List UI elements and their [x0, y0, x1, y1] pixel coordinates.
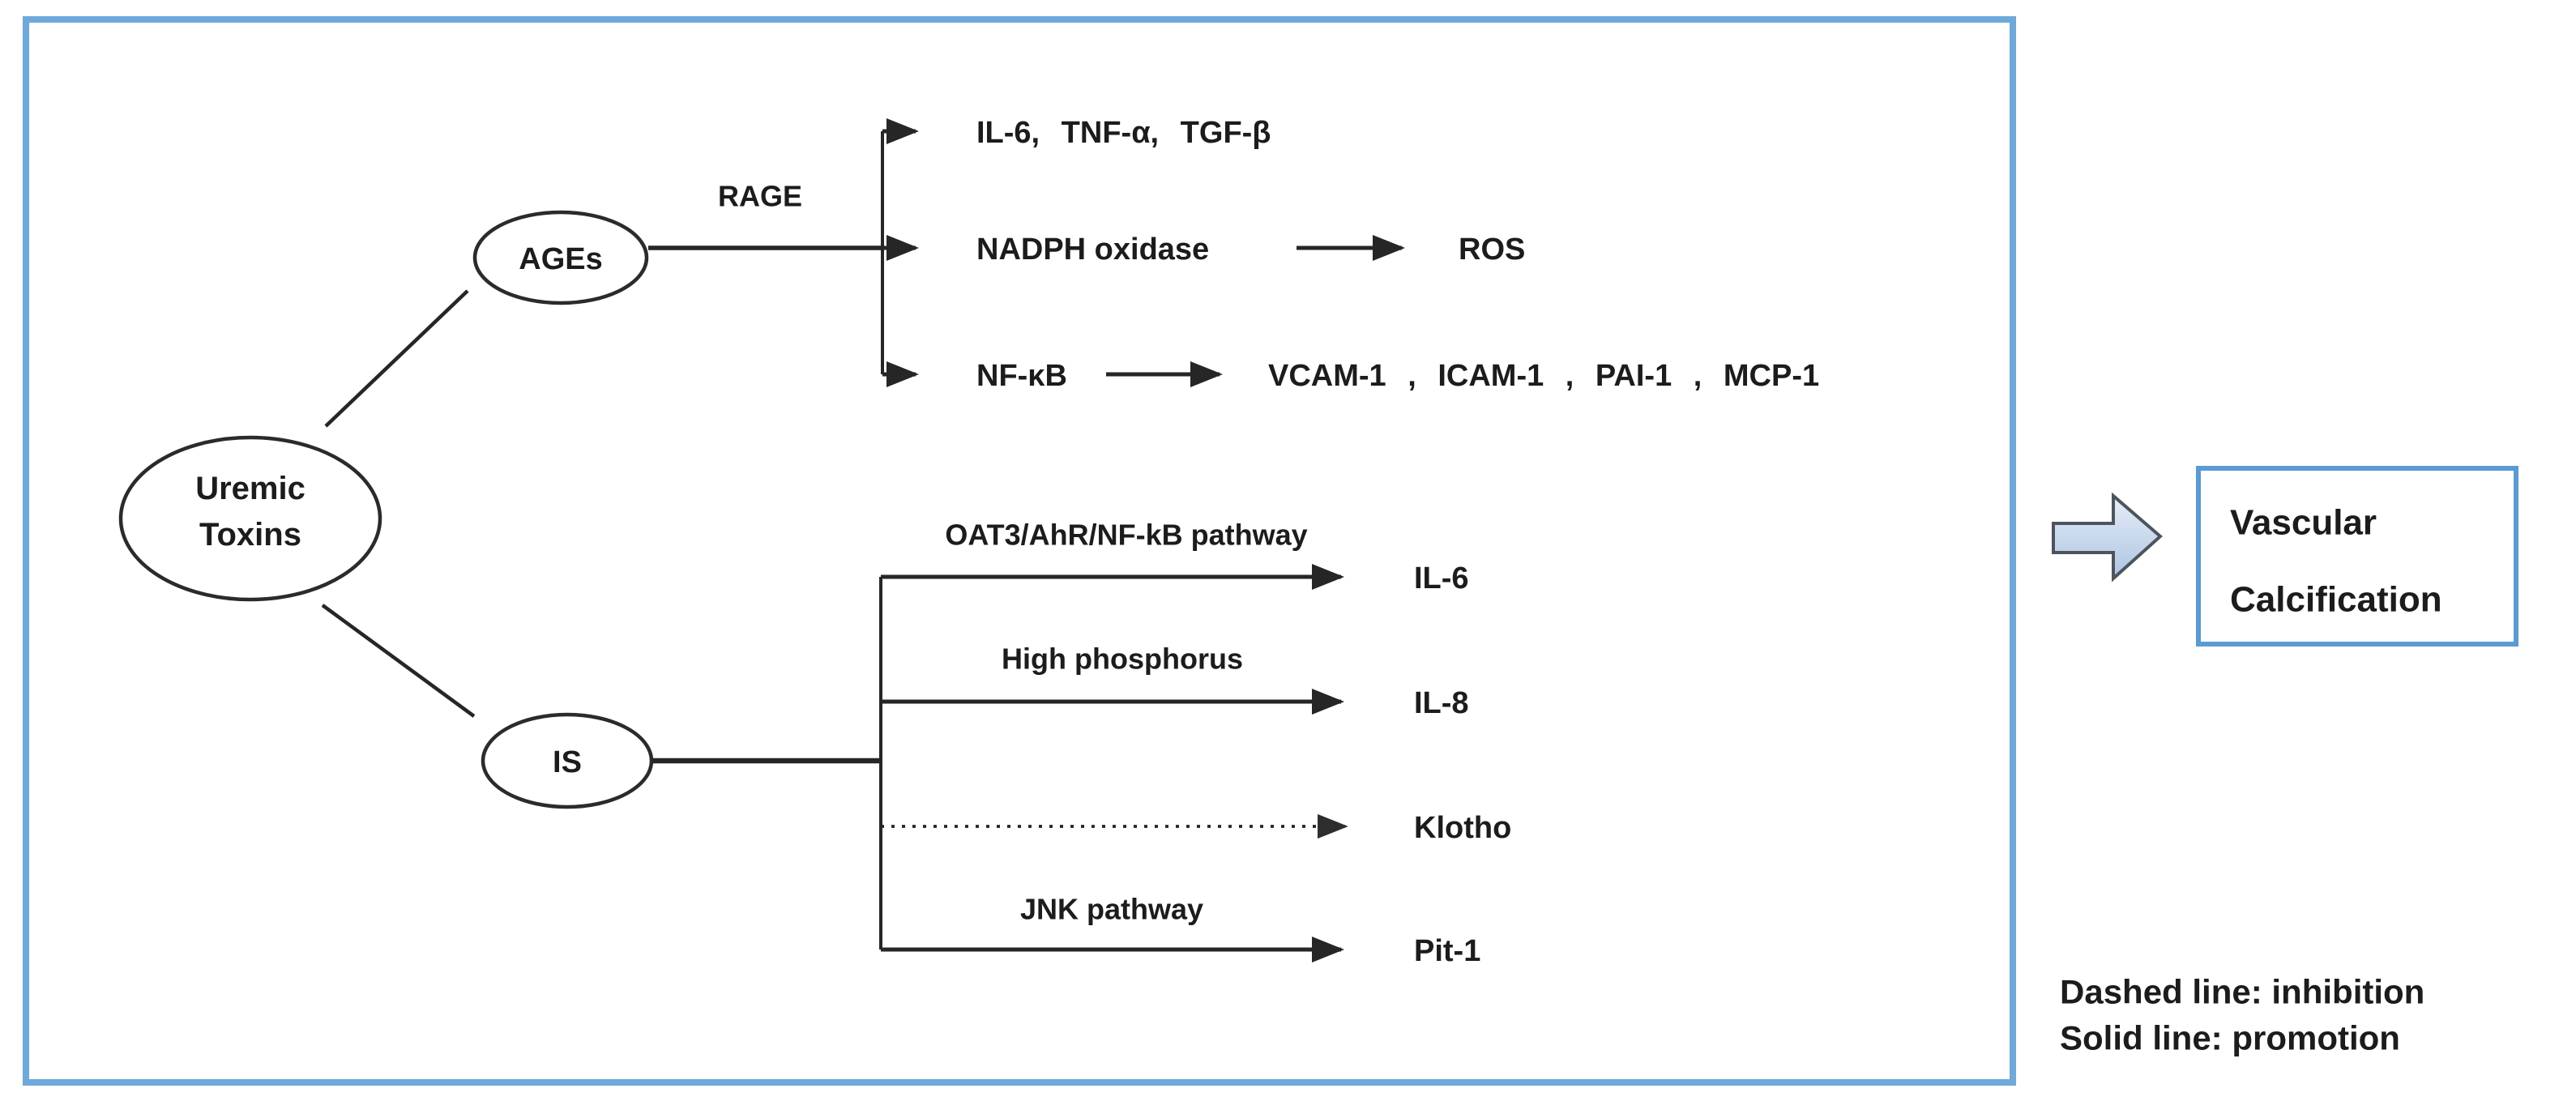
rage-label: RAGE	[718, 180, 802, 213]
outcome-label-line2: Calcification	[2230, 580, 2442, 620]
pit1-label: Pit-1	[1414, 934, 1480, 968]
ages-node	[472, 210, 649, 305]
adhesion-molecules-label: VCAM-1 , ICAM-1 , PAI-1 , MCP-1	[1268, 359, 1819, 393]
outcome-label-line1: Vascular	[2230, 503, 2377, 543]
klotho-label: Klotho	[1414, 811, 1511, 845]
jnk-pathway-label: JNK pathway	[1020, 893, 1203, 926]
vascular-calcification-box	[2196, 466, 2518, 647]
legend-solid-line: Solid line: promotion	[2060, 1019, 2400, 1057]
ros-label: ROS	[1459, 233, 1525, 267]
oat3-pathway-label: OAT3/AhR/NF-kB pathway	[945, 519, 1307, 552]
uremic-toxins-node	[118, 435, 382, 602]
edge-uremic-to-is	[321, 604, 476, 718]
cytokines-label: IL-6, TNF-α, TGF-β	[976, 116, 1271, 150]
nfkb-label: NF-κB	[976, 359, 1067, 393]
il8-label: IL-8	[1414, 686, 1469, 720]
il6-label: IL-6	[1414, 561, 1469, 595]
edge-uremic-to-ages	[324, 289, 469, 428]
is-node	[481, 712, 654, 809]
is-label: IS	[553, 745, 582, 779]
nadph-oxidase-label: NADPH oxidase	[976, 233, 1209, 267]
outcome-block-arrow	[2052, 492, 2164, 583]
uremic-toxins-label-line1: Uremic	[195, 471, 305, 506]
high-phosphorus-label: High phosphorus	[1002, 642, 1243, 676]
uremic-toxins-label-line2: Toxins	[199, 517, 301, 553]
legend-dashed-line: Dashed line: inhibition	[2060, 973, 2424, 1011]
ages-label: AGEs	[519, 242, 602, 276]
